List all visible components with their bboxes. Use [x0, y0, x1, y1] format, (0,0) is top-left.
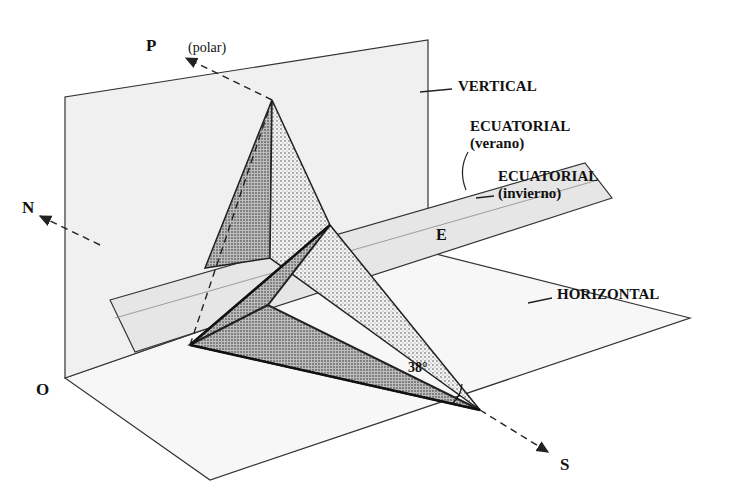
axis-letter: S	[560, 455, 569, 475]
axis-letter: P	[146, 36, 156, 56]
axis-letter: O	[36, 380, 49, 400]
axis-letter: E	[436, 226, 447, 244]
plane-label: ECUATORIAL (verano)	[470, 118, 569, 153]
angle-value: 38°	[408, 360, 428, 376]
axis-note: (polar)	[188, 40, 226, 56]
plane-label: HORIZONTAL	[557, 286, 659, 303]
plane-label: VERTICAL	[458, 78, 537, 95]
axis-letter: N	[22, 198, 34, 218]
plane-label: ECUATORIAL (invierno)	[498, 168, 597, 203]
